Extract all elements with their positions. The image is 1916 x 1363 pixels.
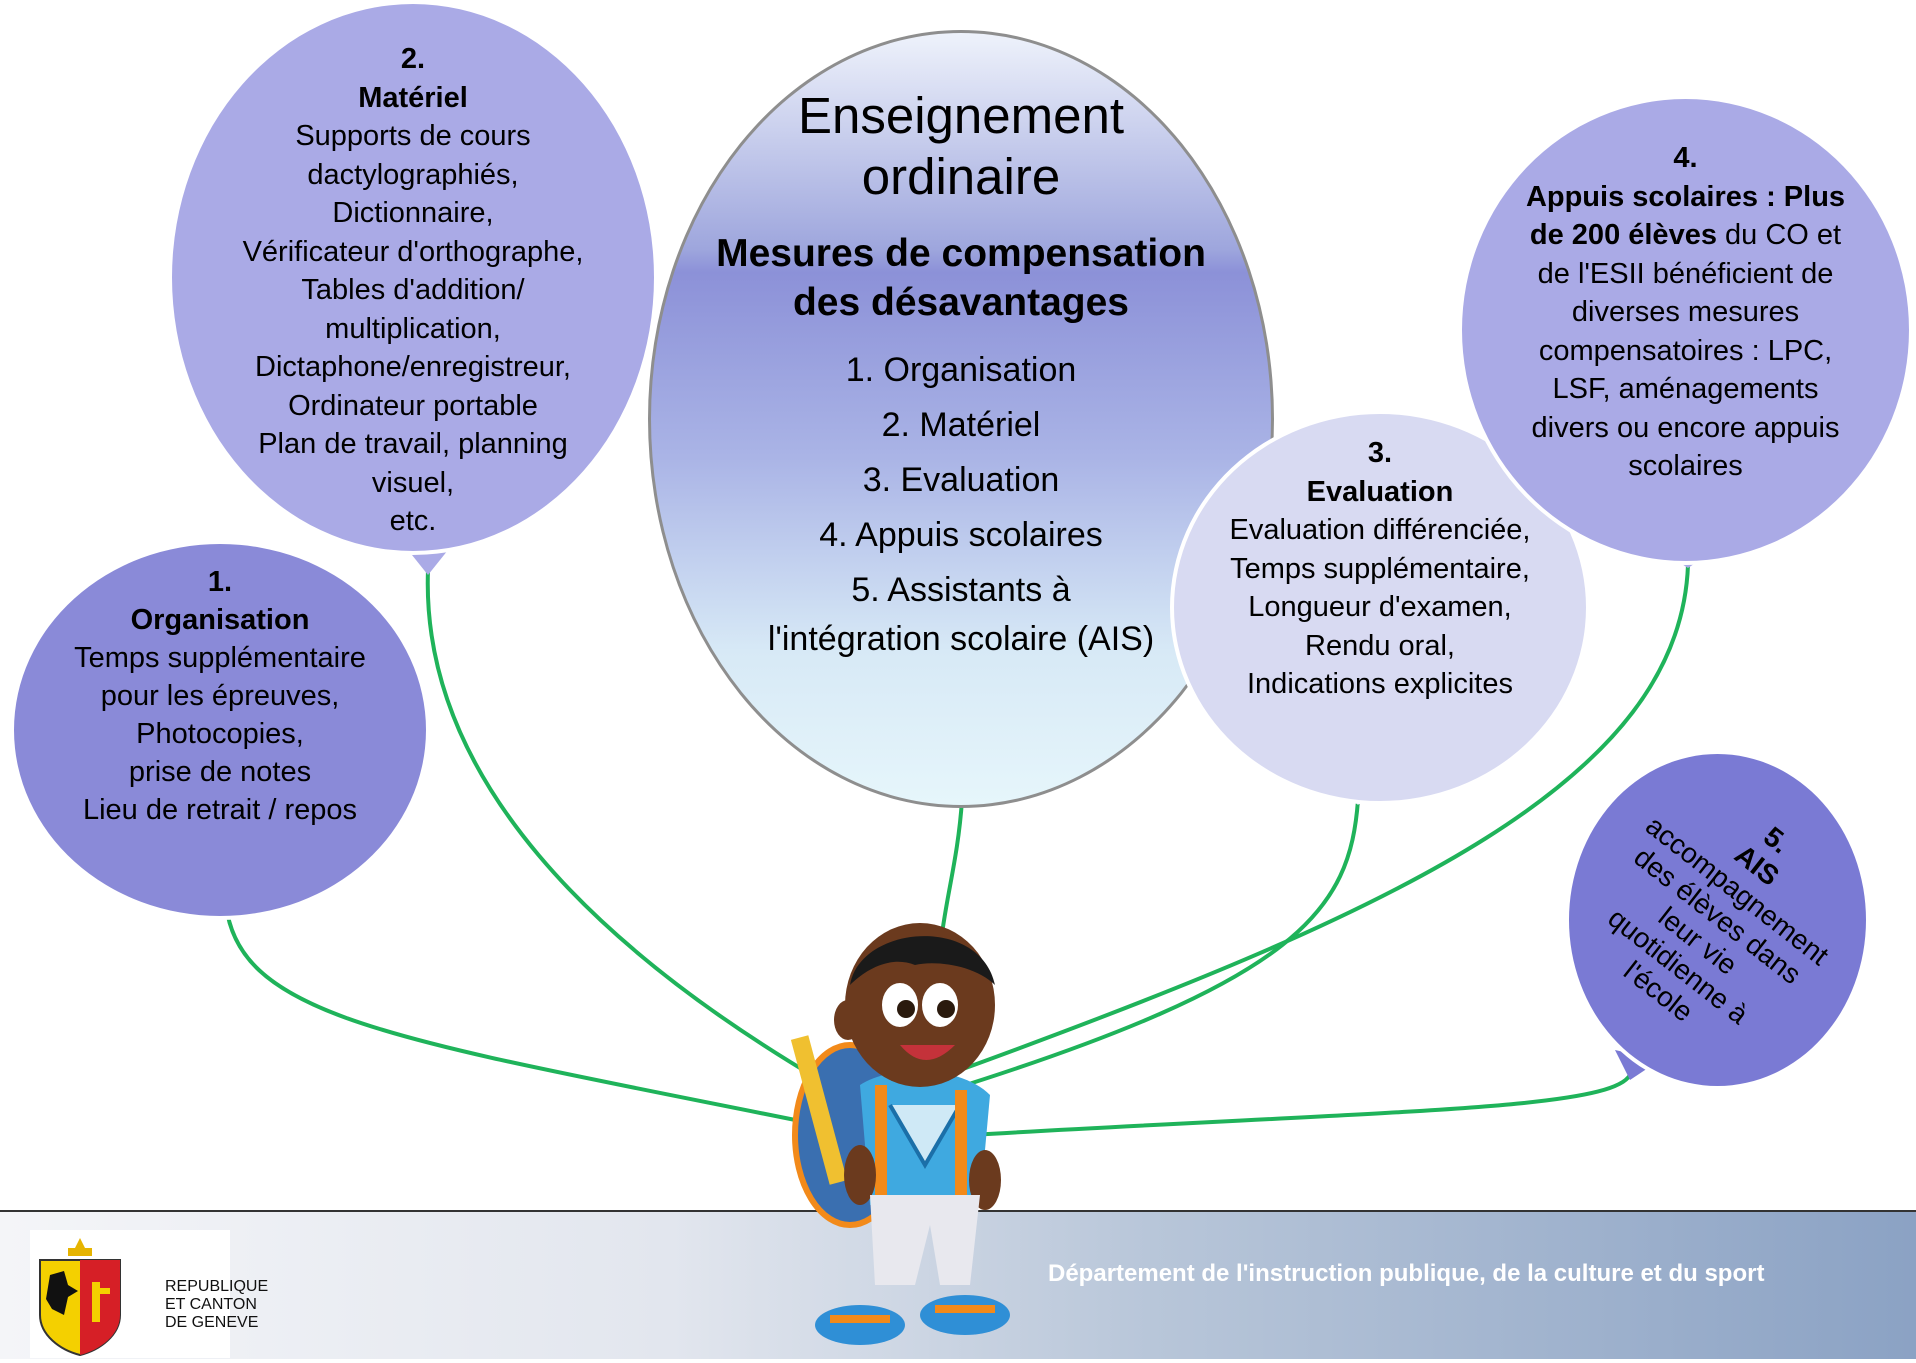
materiel-line: visuel, (371, 466, 455, 499)
central-item: 2. Matériel (881, 406, 1041, 444)
ais-text: 5. AIS accompagnement des élèves dans le… (1561, 759, 1874, 1073)
materiel-line: multiplication, (325, 312, 501, 345)
central-item: 5. Assistants à (851, 571, 1071, 609)
materiel-line: Ordinateur portable (288, 389, 538, 422)
organisation-line: Lieu de retrait / repos (82, 794, 358, 826)
organisation-heading: Organisation (130, 604, 310, 636)
evaluation-line: Indications explicites (1247, 668, 1513, 700)
evaluation-heading: Evaluation (1306, 475, 1454, 508)
appuis-heading: Appuis scolaires : Plus (1525, 180, 1846, 213)
materiel-line: Supports de cours (295, 120, 531, 152)
organisation-line: prise de notes (128, 756, 312, 788)
central-title-line2: ordinaire (861, 148, 1061, 205)
geneva-coat-of-arms-icon (39, 1238, 121, 1357)
materiel-line: dactylographiés, (307, 158, 519, 191)
connector-materiel (425, 569, 822, 1082)
logo-line: DE GENEVE (165, 1314, 259, 1331)
logo-line: REPUBLIQUE (165, 1278, 269, 1295)
evaluation-line: Temps supplémentaire, (1230, 552, 1530, 585)
evaluation-number: 3. (1367, 437, 1393, 469)
central-item: 1. Organisation (845, 351, 1077, 389)
materiel-line: Dictionnaire, (332, 197, 494, 229)
central-subtitle-line1: Mesures de compensation (716, 232, 1206, 275)
appuis-number: 4. (1673, 142, 1698, 174)
connector-organisation (224, 904, 821, 1127)
balloon-ais: 5. AIS accompagnement des élèves dans le… (1565, 750, 1870, 1090)
materiel-line: Plan de travail, planning (258, 428, 568, 460)
appuis-line: compensatoires : LPC, (1538, 334, 1833, 367)
schoolboy-illustration (790, 923, 1010, 1345)
central-title-line1: Enseignement (797, 87, 1125, 144)
evaluation-line: Evaluation différenciée, (1229, 514, 1531, 546)
organisation-line: Temps supplémentaire (74, 642, 366, 674)
appuis-line: LSF, aménagements (1552, 373, 1819, 405)
materiel-line: Vérificateur d'orthographe, (242, 235, 584, 268)
appuis-bold-part: de 200 élèves (1529, 219, 1717, 251)
materiel-line: etc. (389, 505, 437, 537)
balloon-organisation: 1. Organisation Temps supplémentaire pou… (10, 540, 430, 920)
balloon-materiel: 2. Matériel Supports de cours dactylogra… (168, 0, 658, 555)
appuis-line: divers ou encore appuis (1531, 411, 1840, 444)
connector-ais (969, 1073, 1632, 1137)
connector-appuis (959, 564, 1690, 1072)
organisation-number: 1. (207, 566, 233, 598)
materiel-line: Tables d'addition/ (301, 274, 525, 306)
appuis-line-rest: du CO et (1716, 219, 1842, 251)
central-subtitle-line2: des désavantages (792, 281, 1129, 324)
materiel-line: Dictaphone/enregistreur, (255, 351, 571, 383)
materiel-number: 2. (400, 43, 426, 75)
logo-text: REPUBLIQUE ET CANTON DE GENEVE (165, 1278, 268, 1332)
appuis-line: de 200 élèves du CO et (1530, 216, 1841, 255)
central-item: 4. Appuis scolaires (819, 516, 1103, 554)
appuis-line: scolaires (1628, 450, 1743, 482)
appuis-line: de l'ESII bénéficient de (1537, 257, 1834, 290)
geneva-logo: REPUBLIQUE ET CANTON DE GENEVE (30, 1230, 268, 1358)
central-item: 3. Evaluation (862, 461, 1060, 499)
balloon-appuis: 4. Appuis scolaires : Plus de 200 élèves… (1458, 95, 1913, 565)
department-name: Département de l'instruction publique, d… (1048, 1260, 1765, 1287)
logo-line: ET CANTON (165, 1296, 257, 1313)
materiel-heading: Matériel (358, 81, 468, 114)
evaluation-line: Rendu oral, (1305, 629, 1455, 662)
organisation-line: pour les épreuves, (100, 680, 340, 712)
appuis-line: diverses mesures (1571, 296, 1800, 328)
central-item: l'intégration scolaire (AIS) (767, 620, 1155, 658)
organisation-line: Photocopies, (136, 718, 304, 750)
balloon-central: Enseignement ordinaire Mesures de compen… (648, 30, 1274, 808)
evaluation-line: Longueur d'examen, (1248, 591, 1512, 623)
